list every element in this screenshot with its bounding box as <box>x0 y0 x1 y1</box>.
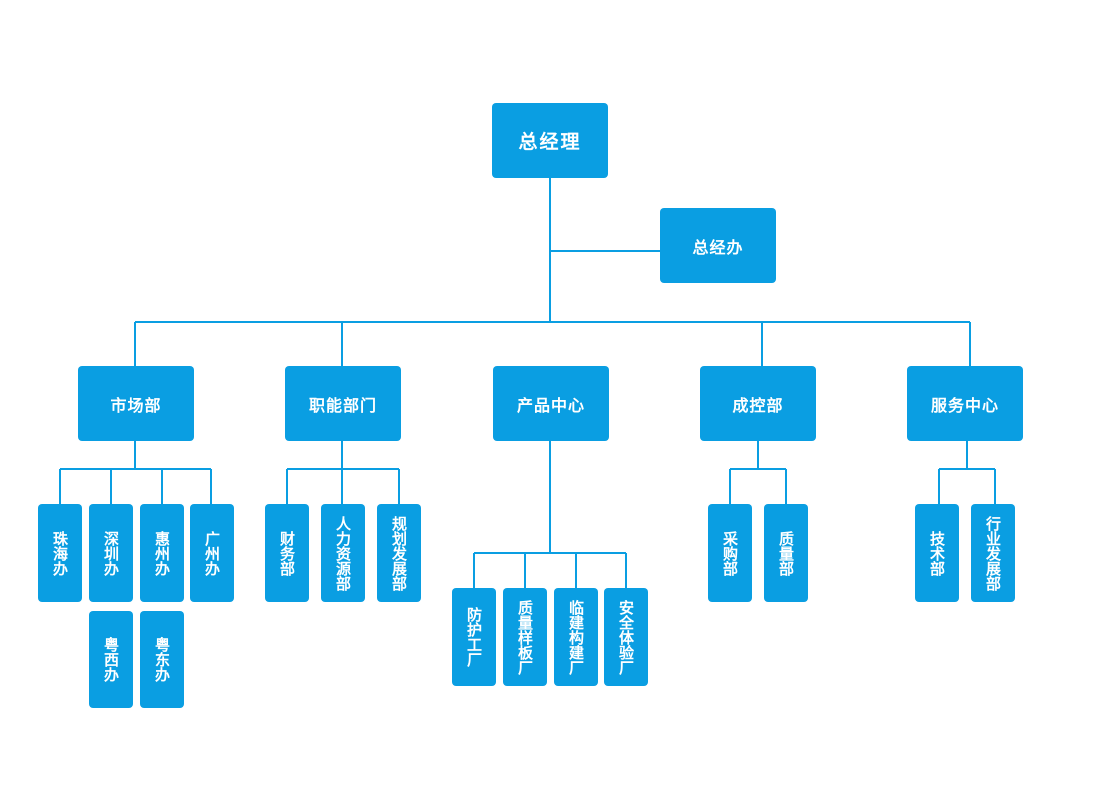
node-planning-dept: 规划发展部 <box>377 504 421 602</box>
node-zhuhai-office: 珠海办 <box>38 504 82 602</box>
node-quality-sample-factory: 质量样板厂 <box>503 588 547 686</box>
node-huizhou-office: 惠州办 <box>140 504 184 602</box>
node-service-center: 服务中心 <box>907 366 1023 441</box>
node-hr-dept: 人力资源部 <box>321 504 365 602</box>
node-protection-factory: 防护工厂 <box>452 588 496 686</box>
node-ceo-office: 总经办 <box>660 208 776 283</box>
node-tech-dept: 技术部 <box>915 504 959 602</box>
node-ceo: 总经理 <box>492 103 608 178</box>
node-market-dept: 市场部 <box>78 366 194 441</box>
node-guangzhou-office: 广州办 <box>190 504 234 602</box>
node-yuexi-office: 粤西办 <box>89 611 133 708</box>
node-temp-construction-factory: 临建构建厂 <box>554 588 598 686</box>
node-quality-dept: 质量部 <box>764 504 808 602</box>
node-product-center: 产品中心 <box>493 366 609 441</box>
node-functional-dept: 职能部门 <box>285 366 401 441</box>
node-cost-control-dept: 成控部 <box>700 366 816 441</box>
node-finance-dept: 财务部 <box>265 504 309 602</box>
node-procurement-dept: 采购部 <box>708 504 752 602</box>
node-industry-dev-dept: 行业发展部 <box>971 504 1015 602</box>
node-safety-experience-factory: 安全体验厂 <box>604 588 648 686</box>
node-yuedong-office: 粤东办 <box>140 611 184 708</box>
node-shenzhen-office: 深圳办 <box>89 504 133 602</box>
